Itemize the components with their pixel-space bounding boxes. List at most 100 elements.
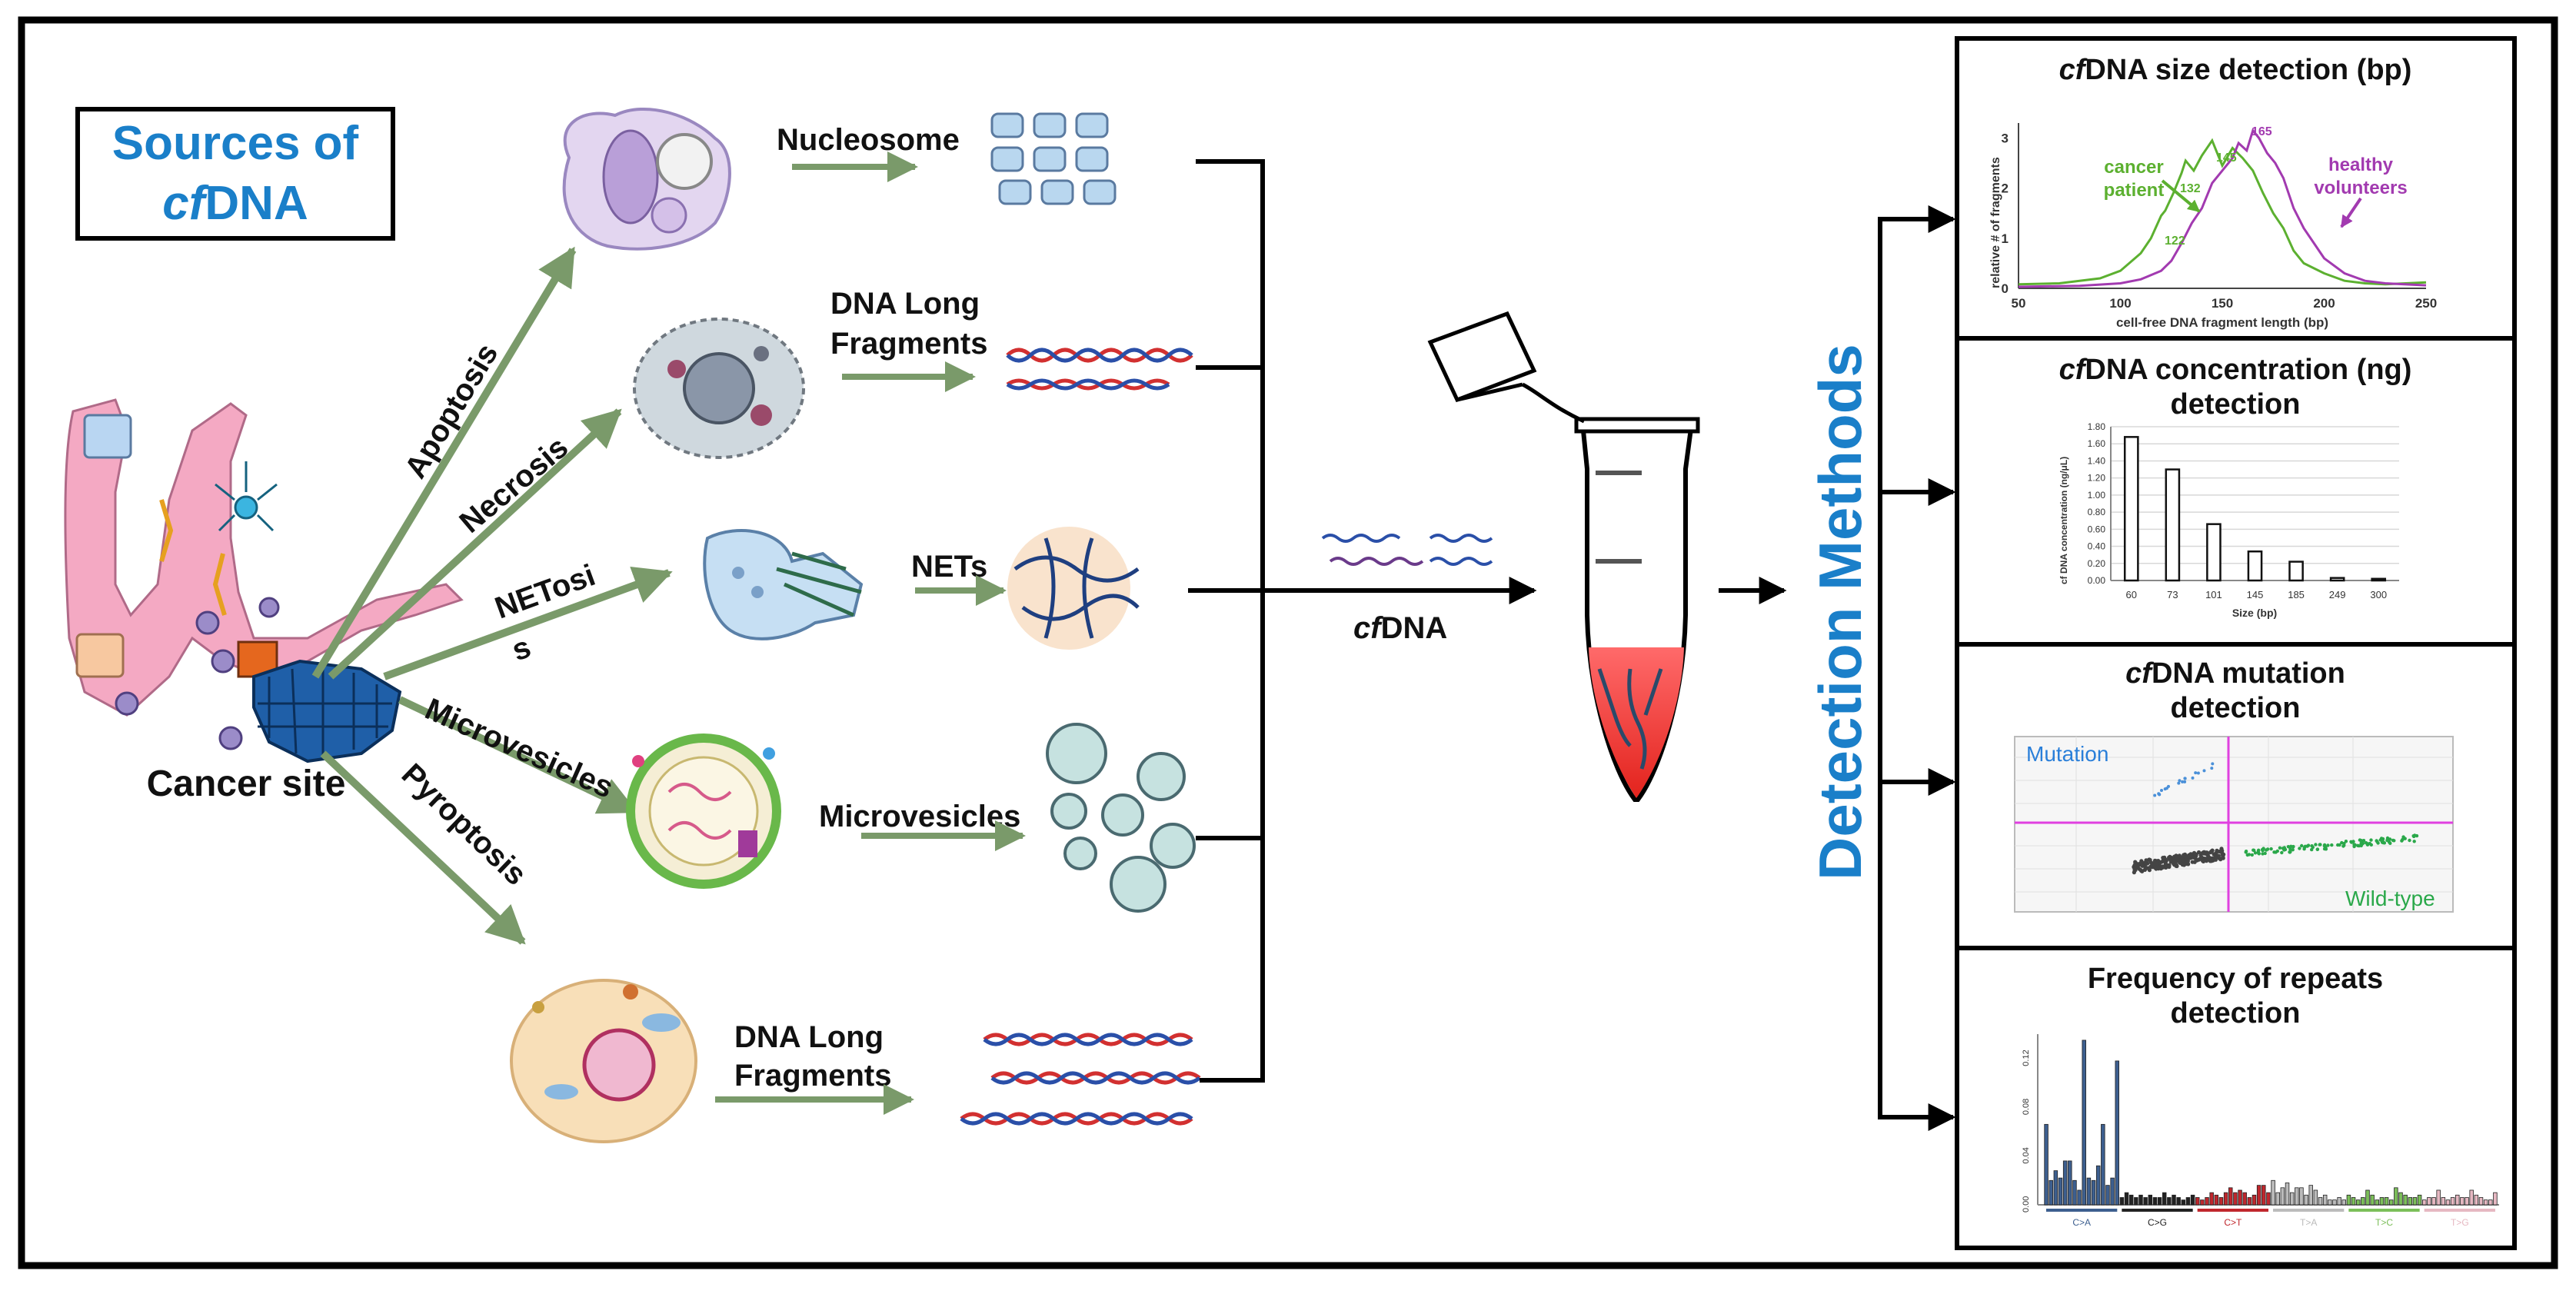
conc-ytick-4: 0.80 xyxy=(2088,507,2106,517)
rep-bar xyxy=(2242,1192,2247,1206)
rep-group-label-5: T>G xyxy=(2451,1217,2469,1228)
rep-bar xyxy=(2275,1192,2280,1206)
arrow-apoptosis xyxy=(311,246,577,679)
rep-bar xyxy=(2322,1194,2328,1206)
mut-point-neg xyxy=(2140,863,2145,868)
mut-point-mut xyxy=(2153,793,2157,797)
product-nets-label: NETs xyxy=(911,550,987,584)
mut-point-neg xyxy=(2194,853,2198,858)
pathway-arrows xyxy=(311,246,673,945)
mut-point-neg xyxy=(2213,857,2218,862)
size-cancer-pointer xyxy=(2161,179,2201,213)
conc-ylabel: cf DNA concentration (ng/μL) xyxy=(2058,457,2069,584)
mut-point-neg xyxy=(2147,866,2152,870)
conc-ytick-6: 1.20 xyxy=(2088,473,2106,484)
rep-bar xyxy=(2238,1189,2242,1206)
arrow-pyroptosis xyxy=(320,750,526,945)
rep-bar xyxy=(2337,1197,2341,1206)
mut-point-wt xyxy=(2244,850,2248,853)
mut-point-wt xyxy=(2288,850,2292,854)
mut-point-neg xyxy=(2168,857,2172,862)
mut-point-mut xyxy=(2183,777,2187,780)
rep-bar xyxy=(2091,1179,2096,1206)
rep-bar xyxy=(2261,1185,2266,1206)
mut-point-wt xyxy=(2289,844,2293,849)
size-ytick-2: 2 xyxy=(2002,181,2009,196)
mut-point-mut xyxy=(2163,787,2167,791)
rep-bar xyxy=(2209,1192,2214,1206)
arrow-necrosis xyxy=(328,408,622,680)
mut-point-mut xyxy=(2210,767,2214,770)
rep-bar xyxy=(2408,1197,2413,1206)
rep-bar xyxy=(2101,1123,2105,1206)
rep-bar xyxy=(2431,1197,2436,1206)
conc-bar-185 xyxy=(2288,561,2304,582)
rep-bar xyxy=(2200,1199,2205,1206)
mut-point-mut xyxy=(2194,771,2198,775)
mut-point-wt xyxy=(2388,837,2392,841)
mut-point-wt xyxy=(2298,847,2301,850)
mut-point-wt xyxy=(2412,840,2416,843)
mut-point-wt xyxy=(2315,847,2319,852)
panel-conc-title-b: detection xyxy=(2171,388,2301,421)
size-annotation-165: 165 xyxy=(2252,125,2272,138)
rep-bar xyxy=(2044,1123,2048,1206)
size-xtick-200: 200 xyxy=(2313,296,2335,311)
mut-point-neg xyxy=(2183,855,2188,860)
conc-bar-145 xyxy=(2247,550,2263,582)
mut-point-neg xyxy=(2188,853,2192,857)
mut-point-neg xyxy=(2133,860,2138,864)
mutation-chart: Mutation Wild-type xyxy=(2014,736,2454,913)
conc-ytick-3: 0.60 xyxy=(2088,524,2106,534)
rep-bar xyxy=(2285,1183,2290,1206)
size-ytick-0: 0 xyxy=(2002,281,2009,296)
dna-fragments-illustration-1 xyxy=(1006,348,1193,391)
rep-bar xyxy=(2157,1197,2162,1206)
mut-point-mut xyxy=(2181,780,2185,783)
rep-bar xyxy=(2048,1179,2053,1206)
mut-point-wt xyxy=(2286,845,2291,849)
rep-bar xyxy=(2185,1197,2191,1206)
mut-point-wt xyxy=(2281,847,2285,850)
rep-bar xyxy=(2218,1197,2224,1206)
mut-point-wt xyxy=(2250,853,2254,857)
rep-bar xyxy=(2394,1187,2398,1206)
product-dna-long-2a: DNA Long xyxy=(734,1020,884,1054)
rep-bar xyxy=(2167,1197,2172,1206)
necrotic-cell-illustration xyxy=(633,318,805,459)
rep-ytick-2: 0.08 xyxy=(2022,1099,2031,1115)
panel-concentration xyxy=(1955,336,2517,647)
rep-bar xyxy=(2384,1197,2389,1206)
rep-bar xyxy=(2379,1197,2385,1206)
mut-point-neg xyxy=(2198,853,2203,857)
rep-bar xyxy=(2143,1197,2148,1206)
rep-bar xyxy=(2134,1197,2138,1206)
rep-bar xyxy=(2455,1194,2460,1206)
mut-point-wt xyxy=(2324,847,2328,851)
rep-bar xyxy=(2223,1192,2228,1206)
mut-point-wt xyxy=(2353,843,2357,847)
mut-point-neg xyxy=(2134,865,2139,870)
sample-tube xyxy=(1427,311,1700,802)
size-healthy-pointer xyxy=(2340,197,2362,228)
rep-bar xyxy=(2072,1179,2077,1206)
rep-bar xyxy=(2119,1197,2125,1206)
arrow-microvesicles xyxy=(398,696,638,815)
mut-point-mut xyxy=(2160,789,2163,792)
size-series-healthy-a: healthy xyxy=(2328,155,2394,175)
size-series-line-1 xyxy=(2018,128,2427,288)
mut-point-neg xyxy=(2205,852,2210,857)
rep-bar xyxy=(2172,1194,2176,1206)
mut-point-wt xyxy=(2300,843,2304,848)
rep-bar xyxy=(2252,1194,2257,1206)
conc-xtick-249: 249 xyxy=(2329,589,2346,600)
collector-bracket xyxy=(1196,159,1265,1083)
rep-bar xyxy=(2195,1197,2200,1206)
mut-point-neg xyxy=(2209,849,2214,853)
conc-bar-60 xyxy=(2123,436,2139,582)
cfdna-label: cfDNA xyxy=(1353,611,1447,645)
arrow-netosis xyxy=(383,566,673,680)
conc-ytick-5: 1.00 xyxy=(2088,490,2106,501)
mut-point-neg xyxy=(2221,856,2225,860)
